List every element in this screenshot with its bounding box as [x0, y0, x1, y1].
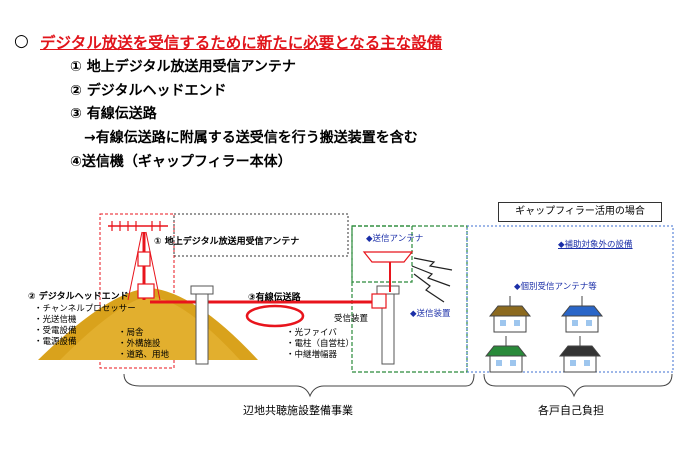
individual-antenna-label: ◆個別受信アンテナ等	[514, 282, 597, 292]
gapfiller-case-box: ギャップフィラー活用の場合	[498, 202, 662, 222]
line-part-1: ・光ファイバ	[286, 328, 337, 338]
radio-wave-icon	[411, 257, 453, 303]
headend-area-box	[99, 213, 175, 369]
antenna-elements	[111, 221, 161, 231]
item-transmitter: ④送信機（ギャップフィラー本体）	[70, 154, 292, 170]
house-icon-3	[484, 336, 528, 373]
tx-antenna-dish	[362, 251, 414, 263]
headend-box	[137, 283, 155, 299]
item-antenna: ① 地上デジタル放送用受信アンテナ	[70, 59, 296, 75]
page-title: デジタル放送を受信するために新たに必要となる主な設備	[40, 34, 443, 52]
headend-part-1: ・チャンネルプロセッサー	[34, 304, 136, 314]
heading-bullet-icon: ○	[14, 31, 29, 51]
tx-antenna-box	[351, 225, 413, 283]
footer-left-label: 辺地共聴施設整備事業	[243, 404, 353, 417]
line-part-2: ・電柱（自営柱）	[286, 339, 355, 349]
house-icon-4	[558, 336, 602, 373]
headend-part-2: ・光送信機	[34, 315, 77, 325]
station-part-2: ・外構施設	[118, 339, 161, 349]
antenna-label: ① 地上デジタル放送用受信アンテナ	[154, 237, 300, 247]
gapfiller-area-box	[351, 225, 468, 373]
station-part-1: ・局舎	[118, 328, 144, 338]
brace-left	[123, 373, 475, 398]
receiver-box	[371, 293, 387, 309]
house-icon-1	[488, 296, 532, 333]
station-part-3: ・道路、用地	[118, 350, 170, 360]
subsidy-out-label: ◆補助対象外の設備	[558, 240, 633, 250]
item-headend: ② デジタルヘッドエンド	[70, 83, 227, 99]
headend-label: ② デジタルヘッドエンド	[28, 292, 129, 302]
headend-part-4: ・電源設備	[34, 337, 77, 347]
cable-loop	[245, 304, 305, 328]
receiver-label: 受信装置	[334, 314, 369, 324]
item-wired-line: ③ 有線伝送路	[70, 106, 157, 122]
house-icon-2	[560, 296, 604, 333]
tx-antenna-label: ◆送信アンテナ	[366, 234, 424, 244]
item-wired-line-note: →有線伝送路に附属する送受信を行う搬送装置を含む	[84, 130, 418, 146]
line-part-3: ・中継増幅器	[286, 350, 338, 360]
utility-pole-left	[195, 291, 209, 365]
footer-right-label: 各戸自己負担	[538, 404, 604, 417]
headend-part-3: ・受電設備	[34, 326, 77, 336]
tx-device-label: ◆送信装置	[410, 309, 451, 319]
cable-label: ③有線伝送路	[248, 293, 301, 303]
brace-right	[483, 373, 673, 398]
